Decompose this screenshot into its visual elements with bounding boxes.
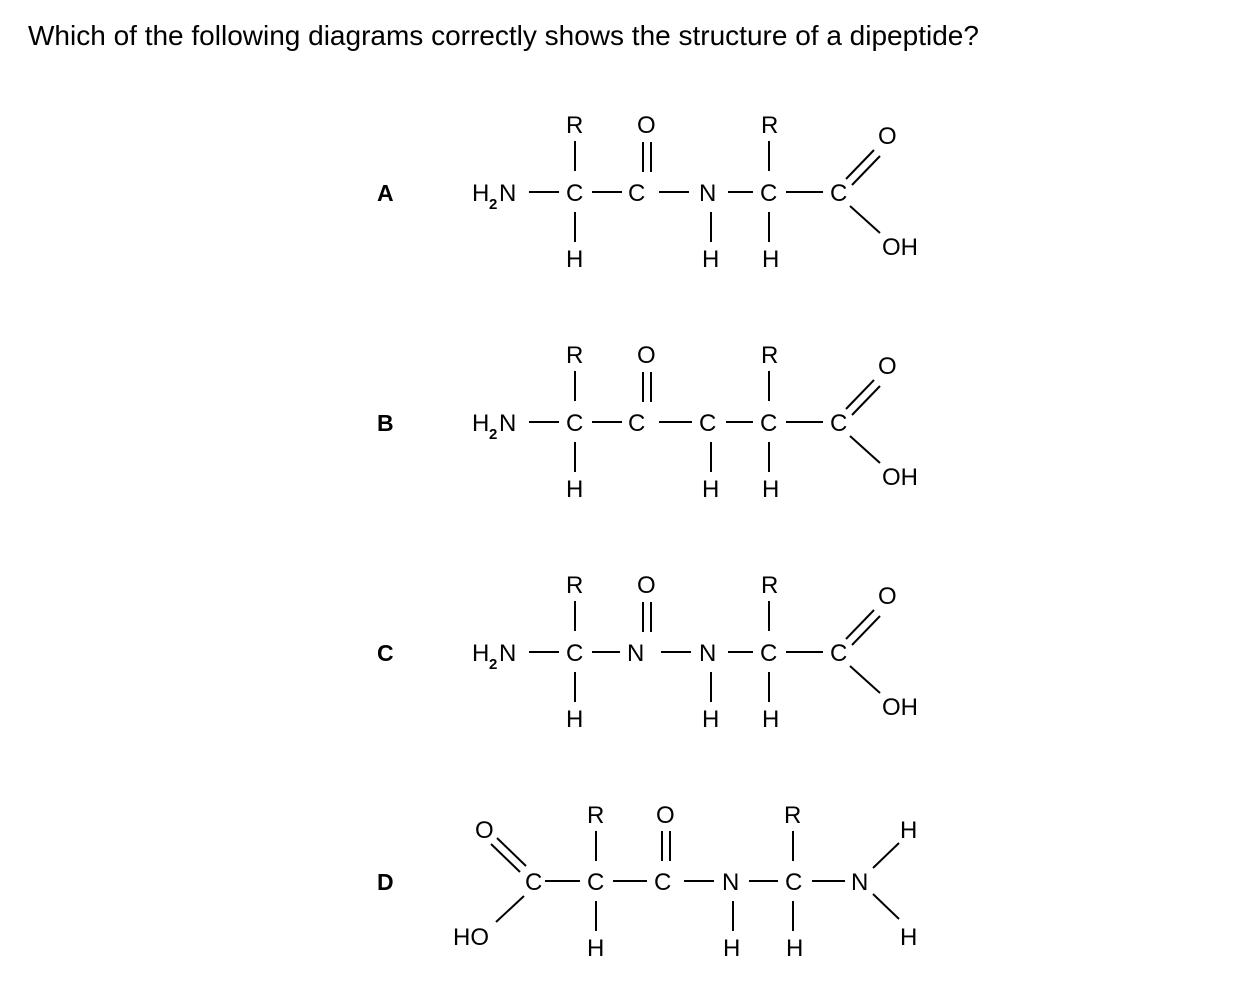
r-group: R (761, 342, 778, 369)
option-label: C (377, 640, 394, 666)
option-b[interactable]: B H 2 N C R H C O C H C R H C O OH (377, 342, 918, 503)
bond (849, 205, 881, 234)
center-atom: C (699, 410, 716, 437)
center-atom: N (699, 180, 716, 207)
hydrogen: H (566, 476, 583, 503)
option-label: A (377, 180, 394, 206)
r-group: R (761, 112, 778, 139)
hydrogen: H (587, 935, 604, 962)
alpha-carbon: C (785, 869, 802, 896)
r-group: R (566, 572, 583, 599)
hydrogen: H (723, 935, 740, 962)
bond (872, 842, 900, 869)
bond (849, 665, 881, 694)
carbonyl-oxygen: O (637, 112, 656, 139)
hydrogen: H (702, 476, 719, 503)
hydroxyl: OH (882, 234, 918, 261)
double-bond (496, 837, 527, 867)
option-a[interactable]: A H 2 N C R H C O N H C R H C O (377, 112, 918, 273)
carboxyl-carbon: C (830, 410, 847, 437)
bond (495, 895, 525, 923)
hydroxyl: OH (882, 694, 918, 721)
carbonyl-carbon: C (628, 180, 645, 207)
amine-h: H (900, 924, 917, 951)
hydrogen: H (566, 246, 583, 273)
double-bond (490, 843, 521, 873)
r-group: R (784, 802, 801, 829)
double-bond (845, 609, 875, 640)
alpha-carbon: C (566, 640, 583, 667)
r-group: R (566, 112, 583, 139)
hydroxyl: OH (882, 464, 918, 491)
hydrogen: H (762, 706, 779, 733)
r-group: R (761, 572, 778, 599)
amine-n: N (499, 640, 516, 667)
amine-subscript: 2 (489, 656, 497, 673)
hydrogen: H (702, 706, 719, 733)
alpha-carbon: C (566, 410, 583, 437)
double-bond (851, 615, 881, 646)
carboxyl-oxygen: O (878, 583, 897, 610)
amine-n: N (499, 180, 516, 207)
amine-n: N (851, 869, 868, 896)
alpha-carbon: C (760, 640, 777, 667)
amine-h: H (900, 817, 917, 844)
hydrogen: H (786, 935, 803, 962)
amine-subscript: 2 (489, 196, 497, 213)
amine-subscript: 2 (489, 426, 497, 443)
carboxyl-carbon: C (525, 869, 542, 896)
carboxyl-oxygen: O (878, 123, 897, 150)
bond (849, 435, 881, 464)
double-bond (845, 379, 875, 410)
carbonyl-oxygen: O (656, 802, 675, 829)
carbonyl-carbon: C (628, 410, 645, 437)
r-group: R (566, 342, 583, 369)
question-text: Which of the following diagrams correctl… (28, 20, 979, 51)
alpha-carbon: C (760, 410, 777, 437)
amine-h: H (472, 640, 489, 667)
carboxyl-oxygen: O (878, 353, 897, 380)
option-label: D (377, 869, 394, 895)
center-atom: N (699, 640, 716, 667)
option-c[interactable]: C H 2 N C R H N O N H C R H C O OH (377, 572, 918, 733)
amine-n: N (499, 410, 516, 437)
carboxyl-carbon: C (830, 640, 847, 667)
carbonyl-atom: N (627, 640, 644, 667)
alpha-carbon: C (587, 869, 604, 896)
option-d[interactable]: D O HO C C R H C O N H C R H N (377, 802, 917, 962)
option-label: B (377, 410, 394, 436)
amine-h: H (472, 410, 489, 437)
hydrogen: H (566, 706, 583, 733)
double-bond (851, 385, 881, 416)
alpha-carbon: C (566, 180, 583, 207)
carbonyl-oxygen: O (637, 572, 656, 599)
hydrogen: H (702, 246, 719, 273)
alpha-carbon: C (760, 180, 777, 207)
double-bond (851, 155, 881, 186)
hydrogen: H (762, 246, 779, 273)
carbonyl-carbon: C (654, 869, 671, 896)
center-atom: N (722, 869, 739, 896)
hydrogen: H (762, 476, 779, 503)
bond (872, 893, 900, 920)
carbonyl-oxygen: O (637, 342, 656, 369)
hydroxyl: HO (453, 924, 489, 951)
carboxyl-carbon: C (830, 180, 847, 207)
r-group: R (587, 802, 604, 829)
carboxyl-oxygen: O (475, 817, 494, 844)
amine-h: H (472, 180, 489, 207)
double-bond (845, 149, 875, 180)
